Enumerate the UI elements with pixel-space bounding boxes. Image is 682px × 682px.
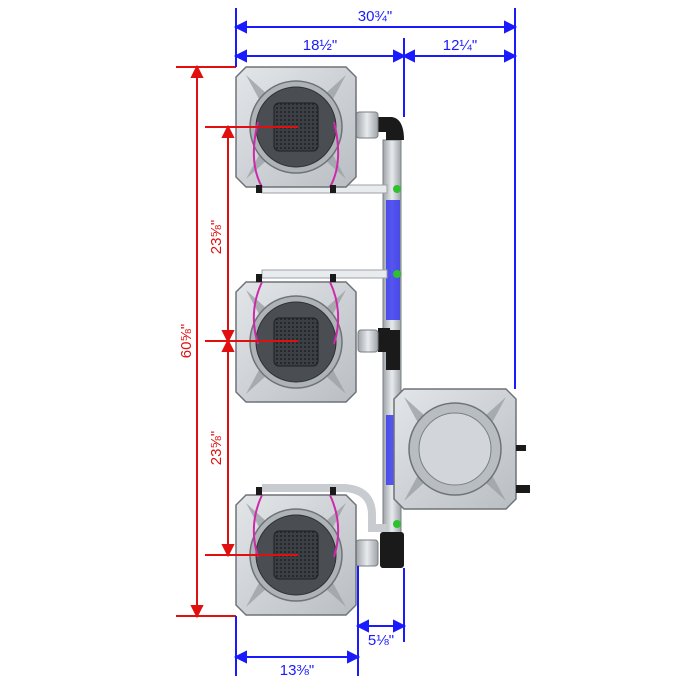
overall-width-label: 30¾" [358,8,393,25]
overall-height-label: 60⅝" [178,324,195,359]
top-pot [235,66,357,193]
bottom-pot [235,487,357,616]
blue-dimension-lines [233,8,518,676]
middle-pot [235,274,357,403]
spacing-upper-label: 23⅝" [208,220,225,255]
red-dimension-lines [190,64,235,619]
pot-width-label: 13⅜" [280,662,315,679]
pot-section-width-label: 18½" [303,37,338,54]
center-markers [176,66,298,617]
pipe-gap-label: 5⅛" [368,632,394,649]
manifold-pipe [261,111,404,568]
reservoir-tank [393,388,530,510]
spacing-lower-label: 23⅝" [208,431,225,466]
reservoir-offset-label: 12¼" [443,37,478,54]
